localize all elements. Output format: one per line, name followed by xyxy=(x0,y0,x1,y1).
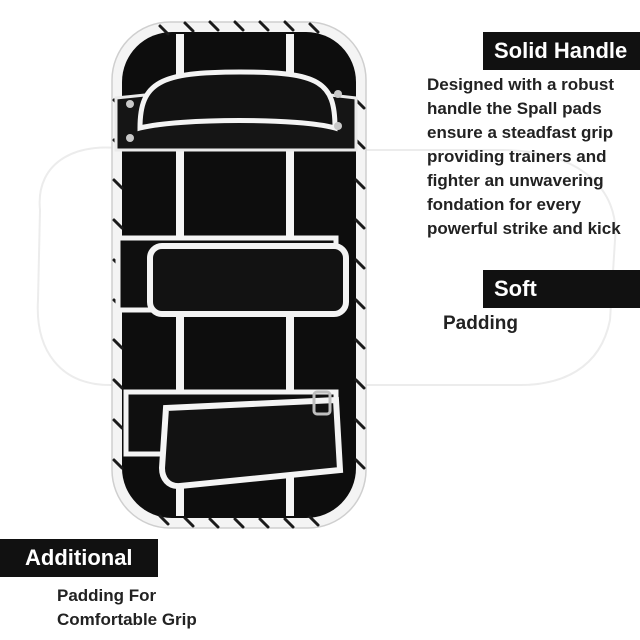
handle-rivets xyxy=(126,90,342,142)
description-line: Padding xyxy=(443,313,518,334)
additional-description: Padding For Comfortable Grip xyxy=(57,584,317,632)
description-line: powerful strike and kick xyxy=(427,219,621,238)
description-line: fondation for every xyxy=(427,195,581,214)
description-line: fighter an unwavering xyxy=(427,171,604,190)
soft-title-bar: Soft xyxy=(483,270,640,308)
soft-title: Soft xyxy=(494,276,537,301)
additional-title: Additional xyxy=(25,545,133,570)
background-ghost-outline xyxy=(36,146,617,386)
solid-handle-description: Designed with a robust handle the Spall … xyxy=(427,73,640,241)
description-line: Designed with a robust xyxy=(427,75,615,94)
bottom-strap xyxy=(158,396,344,490)
soft-description: Padding xyxy=(443,312,633,336)
additional-title-bar: Additional xyxy=(0,539,158,577)
middle-strap xyxy=(147,243,349,317)
description-line: handle the Spall pads xyxy=(427,99,602,118)
description-line: providing trainers and xyxy=(427,147,607,166)
top-handle xyxy=(137,69,338,132)
strap-buckle xyxy=(312,390,332,416)
solid-handle-title: Solid Handle xyxy=(494,38,628,63)
solid-handle-title-bar: Solid Handle xyxy=(483,32,640,70)
description-line: ensure a steadfast grip xyxy=(427,123,614,142)
description-line: Comfortable Grip xyxy=(57,610,197,629)
description-line: Padding For xyxy=(57,586,157,605)
